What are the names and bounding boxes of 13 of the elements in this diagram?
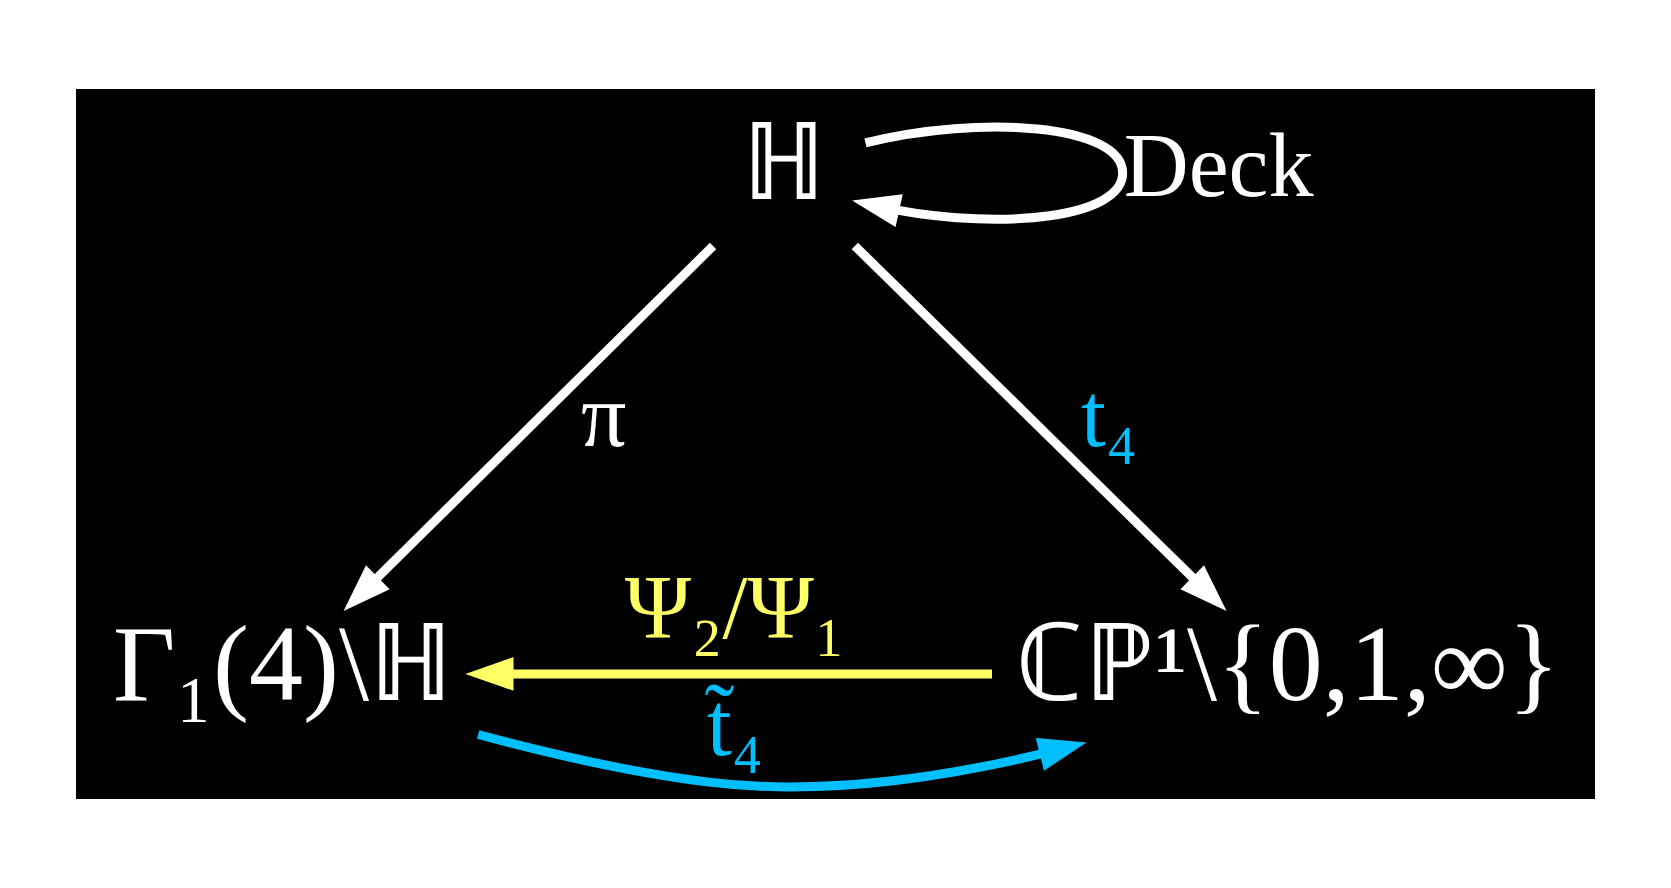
edge-label: t̃₄: [706, 674, 764, 774]
edge-label: π: [581, 365, 627, 465]
arrow: [477, 730, 1087, 792]
edge-label: Ψ₂/Ψ₁: [624, 557, 846, 657]
edge-label: t₄: [1080, 365, 1138, 465]
arrow: [465, 657, 992, 691]
arrow: [851, 242, 1227, 611]
arrow: [343, 242, 717, 611]
node-text: Γ₁(4)\ℍ: [112, 604, 453, 724]
arrow: [852, 122, 1128, 228]
node-text: ℍ: [741, 103, 826, 223]
edge-label: Deck: [1123, 115, 1314, 215]
node-text: ℂℙ¹\{0,1,∞}: [1015, 604, 1560, 724]
